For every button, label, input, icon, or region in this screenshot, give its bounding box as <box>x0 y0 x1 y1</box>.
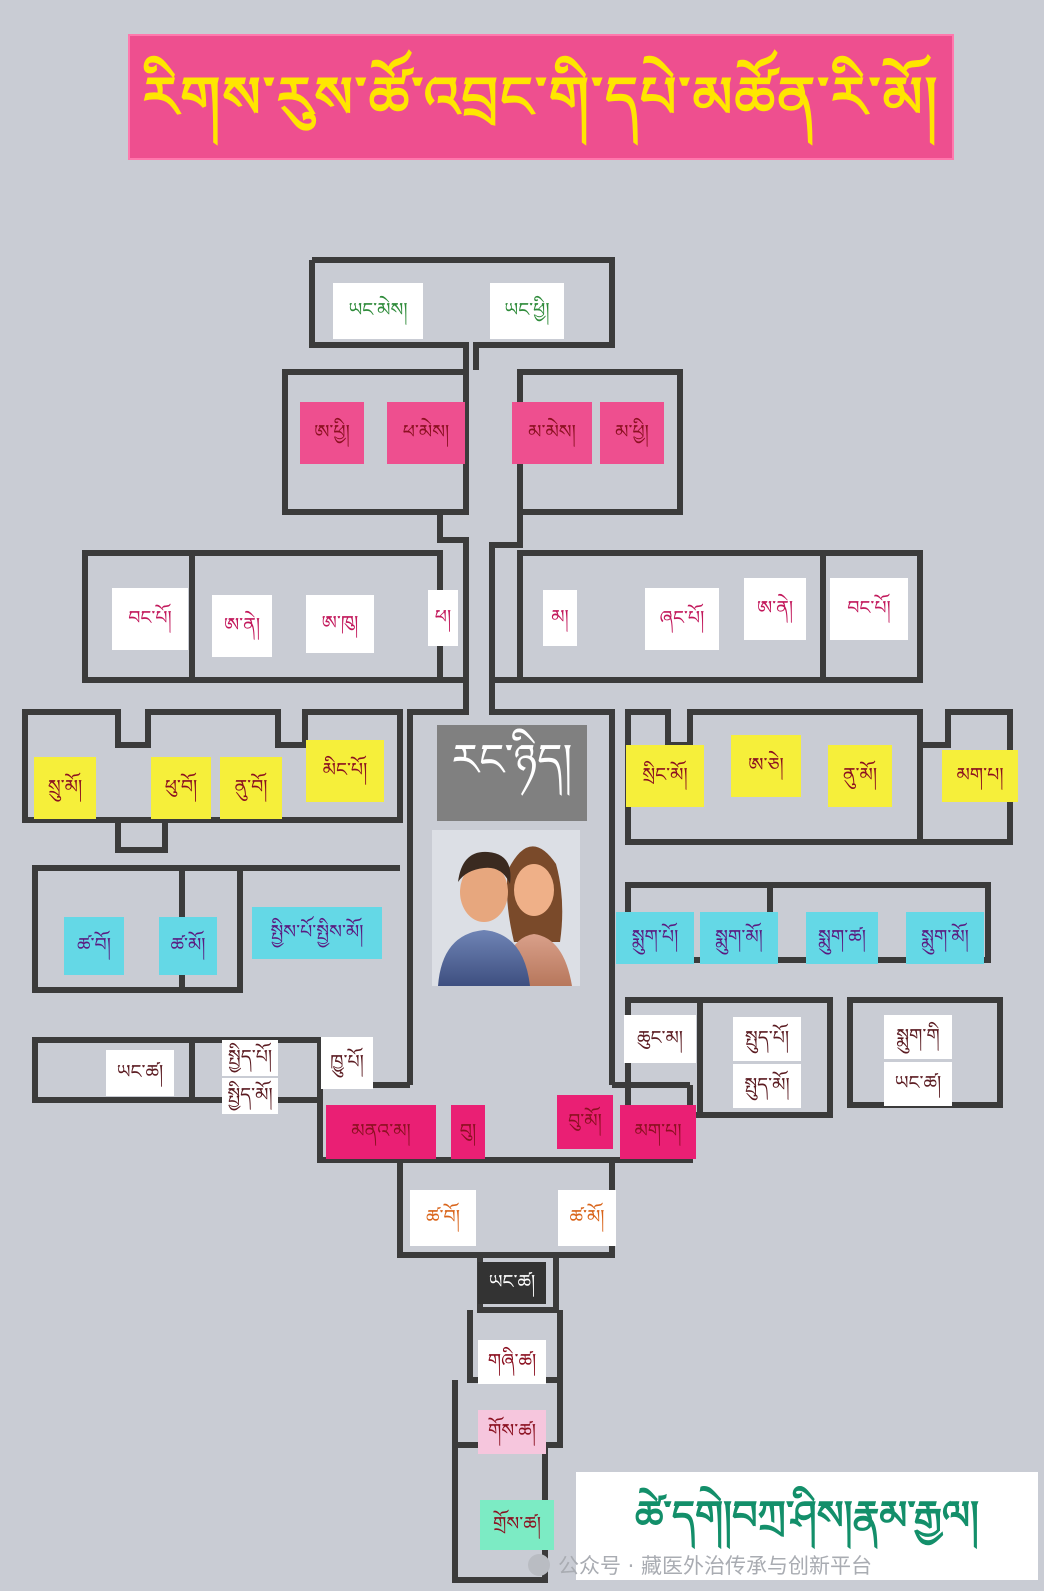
relative-second-cousin-f: སྤྱིད་མོ། <box>222 1078 278 1114</box>
relative-maternal-uncle: བང་པོ། <box>830 578 908 640</box>
relative-cousin-son: ཁྱུ་པོ། <box>321 1037 373 1089</box>
relative-paternal-grandfather: ཕ་མེས། <box>387 402 465 464</box>
relative-niece: ཚ་མོ། <box>159 917 217 975</box>
relative-in-law: མག་པ། <box>942 750 1018 802</box>
relative-elder-sister: ཨ་ཅེ། <box>731 735 801 797</box>
wechat-icon <box>528 1554 550 1576</box>
relative-sister-in-law: སྲུ་མོ། <box>34 757 96 819</box>
self-label-box: རང་ཉིད། <box>437 725 587 821</box>
relative-maternal-grandfather: མ་མེས། <box>512 402 592 464</box>
relative-kin-f: སྤུད་མོ། <box>733 1064 801 1108</box>
relative-grandson: ཚ་བོ། <box>410 1190 476 1246</box>
relative-great-grandfather: ཡང་མེས། <box>333 283 423 339</box>
relative-maternal-grandmother: མ་ཕྱི། <box>600 402 664 464</box>
relative-son: བུ། <box>451 1105 485 1159</box>
relative-gen4: གཞི་ཚ། <box>478 1340 546 1384</box>
relative-daughter: བུ་མོ། <box>557 1095 613 1149</box>
relative-paternal-uncle-wife: བང་པོ། <box>112 588 188 650</box>
relative-great-niece: སྨུག་མོ། <box>906 912 984 964</box>
relative-paternal-aunt: ཨ་ནེ། <box>212 595 272 657</box>
relative-son-in-law: མག་པ། <box>620 1105 696 1159</box>
relative-paternal-uncle: ཨ་ཁུ། <box>306 595 374 653</box>
relative-younger-brother: ནུ་བོ། <box>220 757 282 819</box>
relative-younger-sister: ནུ་མོ། <box>828 745 892 807</box>
relative-mother: མ། <box>543 590 577 646</box>
relative-step-daughter: སྨུག་མོ། <box>700 912 778 964</box>
relative-maternal-uncle-wife: ཞང་པོ། <box>645 588 719 650</box>
relative-daughter-in-law: མནའ་མ། <box>326 1105 436 1159</box>
relative-husband: མིང་པོ། <box>306 740 384 802</box>
relative-granddaughter: ཚ་མོ། <box>558 1190 616 1246</box>
self-label: རང་ཉིད། <box>451 735 573 786</box>
footer-text: ཚེ་དགེ།བཀྲ་ཤིས།རྣམ་རྒྱལ། <box>634 1491 980 1539</box>
relative-father: ཕ། <box>428 590 458 646</box>
footer-box: ཚེ་དགེ།བཀྲ་ཤིས།རྣམ་རྒྱལ། <box>576 1472 1038 1580</box>
relative-brother-in-law: ཕུ་བོ། <box>151 757 211 819</box>
relative-relative: ཆུང་མ། <box>624 1015 696 1063</box>
relative-paternal-grandmother: ཨ་ཕྱི། <box>300 402 364 464</box>
watermark: 公众号 · 藏医外治传承与创新平台 <box>528 1548 1040 1582</box>
relative-maternal-aunt: ཨ་ནེ། <box>744 578 806 640</box>
relative-great-nephew: སྨུག་ཚ། <box>806 912 878 964</box>
couple-avatar-icon <box>432 830 580 986</box>
title-banner: རིགས་རུས་ཚོ་འབྲང་གི་དཔེ་མཚོན་རི་མོ། <box>128 34 954 160</box>
relative-kin-m: སྤུད་པོ། <box>733 1017 801 1061</box>
relative-step-son: སྨུག་པོ། <box>616 912 694 964</box>
watermark-text: 公众号 · 藏医外治传承与创新平台 <box>558 1554 873 1578</box>
relative-second-cousin-m: སྤྱིད་པོ། <box>222 1040 278 1076</box>
relative-great-grandchild: ཡང་ཚ། <box>478 1262 546 1304</box>
diagram-title: རིགས་རུས་ཚོ་འབྲང་གི་དཔེ་མཚོན་རི་མོ། <box>142 63 940 131</box>
relative-grand-nephew: ཡང་ཚ། <box>106 1050 174 1096</box>
relative-gen6: གྲོས་ཚ། <box>480 1500 554 1550</box>
relative-far-kin: སྨུག་གི <box>884 1015 952 1059</box>
relative-nephew: ཚ་བོ། <box>64 917 124 975</box>
relative-great-grandmother: ཡང་ཕྱི། <box>490 283 564 339</box>
relative-gen5: གོས་ཚ། <box>478 1410 546 1454</box>
relative-far-kin-2: ཡང་ཚ། <box>884 1062 952 1106</box>
relative-cousins: སྤྱིས་པོ་སྤྱིས་མོ། <box>252 907 382 959</box>
relative-wife: སྲིང་མོ། <box>626 745 704 807</box>
